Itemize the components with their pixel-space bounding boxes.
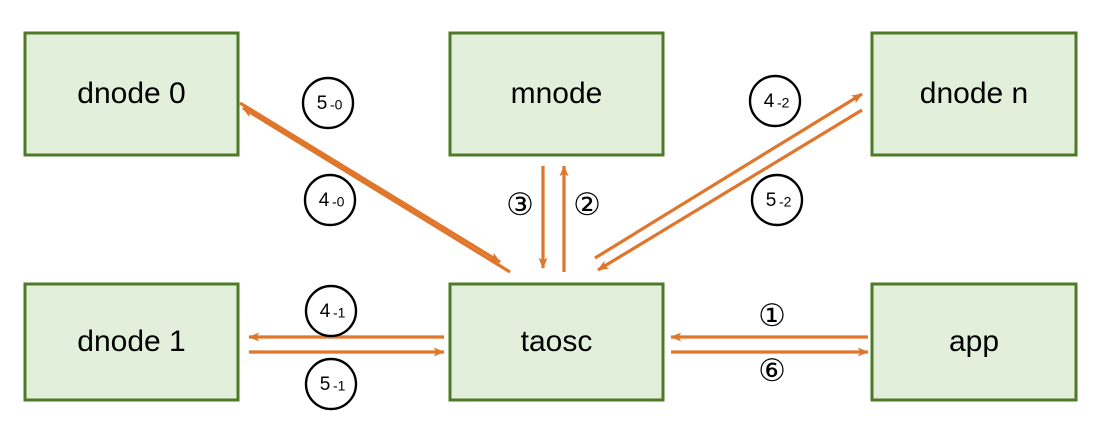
edge-label-1[interactable]: ① [758,298,786,334]
node-dnode0[interactable]: dnode 0 [23,31,240,157]
edge-label-circle-5-1 [304,357,358,411]
edge-label-circle-4-0 [303,173,357,227]
edge-label-4-1[interactable]: 4 -1 [304,284,358,338]
arrow-taosc-to-dnode0 [242,106,511,274]
edge-label-3[interactable]: ③ [506,187,534,223]
edge-label-4-0[interactable]: 4 -0 [303,173,357,227]
edge-label-6[interactable]: ⑥ [758,353,786,389]
node-label-app: app [949,325,999,358]
edge-label-main-5-1: 5 [320,374,331,395]
edge-label-sub-5-2: -2 [779,194,792,210]
node-label-dnode1: dnode 1 [77,325,185,358]
arrow-dnode0-to-taosc [239,101,501,264]
edge-label-glyph-6: ⑥ [758,353,786,389]
edge-label-sub-4-1: -1 [333,305,346,321]
edge-label-circle-5-2 [750,173,804,227]
edge-label-circle-5-0 [301,76,355,130]
edge-label-glyph-3: ③ [506,187,534,223]
node-app[interactable]: app [870,282,1078,402]
node-box-taosc [448,282,665,402]
edge-label-4-2[interactable]: 4 -2 [748,74,802,128]
edge-label-main-5-2: 5 [766,190,777,211]
edge-label-5-2[interactable]: 5 -2 [750,173,804,227]
arrow-taosc-to-dnoden [594,92,863,260]
node-label-dnode0: dnode 0 [77,77,185,110]
edge-label-sub-5-0: -0 [330,97,343,113]
node-dnoden[interactable]: dnode n [870,31,1078,157]
node-box-dnode1 [23,282,240,402]
edge-label-circle-4-1 [304,284,358,338]
edge-label-glyph-2: ② [573,187,601,223]
edge-label-main-4-0: 4 [319,190,330,211]
node-label-dnoden: dnode n [920,77,1028,110]
edge-label-main-4-1: 4 [320,301,331,322]
node-label-mnode: mnode [511,77,603,110]
node-taosc[interactable]: taosc [448,282,665,402]
edge-label-sub-4-0: -0 [332,194,345,210]
edge-label-main-5-0: 5 [317,93,328,114]
node-box-mnode [448,31,665,157]
node-box-dnoden [870,31,1078,157]
edge-label-5-0[interactable]: 5 -0 [301,76,355,130]
edge-label-2[interactable]: ② [573,187,601,223]
node-mnode[interactable]: mnode [448,31,665,157]
edge-label-5-1[interactable]: 5 -1 [304,357,358,411]
edge-label-sub-5-1: -1 [333,378,346,394]
node-box-app [870,282,1078,402]
edge-label-main-4-2: 4 [764,91,775,112]
edge-label-circle-4-2 [748,74,802,128]
edge-label-sub-4-2: -2 [777,95,790,111]
arrow-dnoden-to-taosc [597,108,863,272]
node-label-taosc: taosc [521,325,593,358]
edge-label-glyph-1: ① [758,298,786,334]
node-box-dnode0 [23,31,240,157]
node-dnode1[interactable]: dnode 1 [23,282,240,402]
